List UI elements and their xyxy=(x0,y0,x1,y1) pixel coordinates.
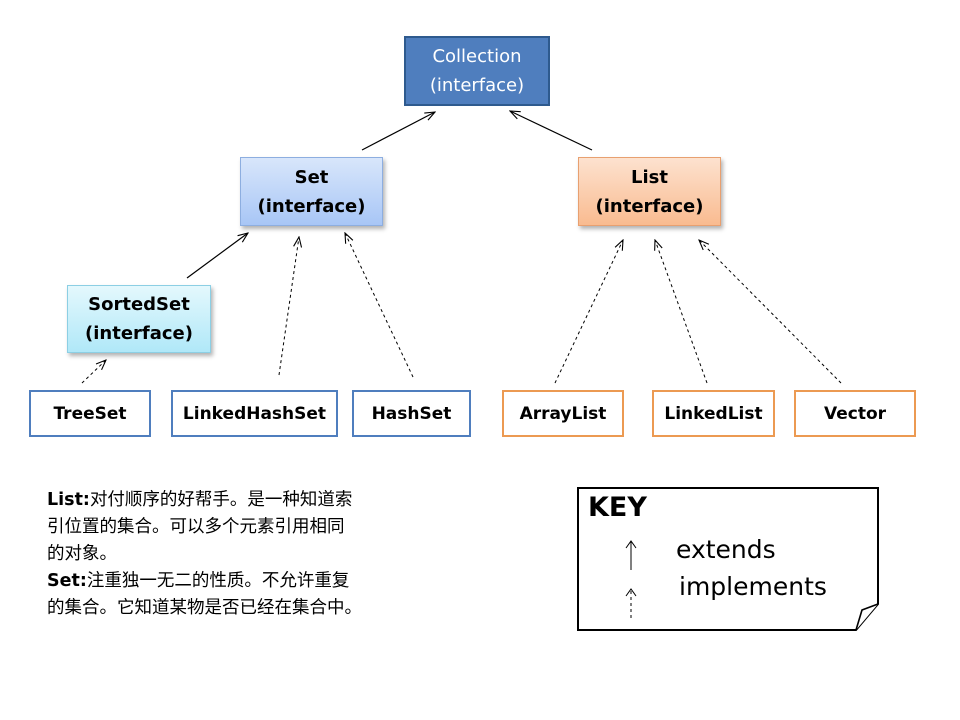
collection-node: Collection (interface) xyxy=(404,36,550,106)
arrow-sortedset-extends-set xyxy=(186,233,248,279)
key-extends-label: extends xyxy=(676,535,776,564)
arrow-list-extends-collection xyxy=(510,111,593,151)
sortedset-node: SortedSet (interface) xyxy=(67,285,211,353)
list-desc-line-1: 对付顺序的好帮手。是一种知道索 xyxy=(89,490,353,510)
vector-node: Vector xyxy=(794,390,916,437)
arrow-treeset-implements-sortedset xyxy=(81,360,106,384)
sortedset-kind: (interface) xyxy=(85,323,193,344)
list-name: List xyxy=(631,166,668,188)
description-text: List:对付顺序的好帮手。是一种知道索 引位置的集合。可以多个元素引用相同 的… xyxy=(47,487,487,622)
hashset-node: HashSet xyxy=(352,390,471,437)
arraylist-node: ArrayList xyxy=(502,390,624,437)
list-desc-line-2: 引位置的集合。可以多个元素引用相同 xyxy=(47,517,345,537)
arrow-hashset-implements-set xyxy=(345,233,414,378)
list-kind: (interface) xyxy=(595,195,704,217)
set-desc-line-2: 的集合。它知道某物是否已经在集合中。 xyxy=(47,598,362,618)
treeset-node: TreeSet xyxy=(29,390,151,437)
arrow-linkedhashset-implements-set xyxy=(278,237,299,376)
set-desc-label: Set: xyxy=(47,571,87,591)
arrow-vector-implements-list xyxy=(699,240,842,384)
set-name: Set xyxy=(294,166,329,188)
arrow-arraylist-implements-list xyxy=(554,240,623,384)
linkedlist-node: LinkedList xyxy=(652,390,775,437)
sortedset-name: SortedSet xyxy=(88,294,190,315)
key-implements-label: implements xyxy=(679,572,827,601)
collection-kind: (interface) xyxy=(429,75,525,96)
collection-name: Collection xyxy=(432,46,522,67)
arrow-linkedlist-implements-list xyxy=(655,240,708,384)
set-kind: (interface) xyxy=(257,195,366,217)
linkedhashset-node: LinkedHashSet xyxy=(171,390,338,437)
set-desc-line-1: 注重独一无二的性质。不允许重复 xyxy=(86,571,350,591)
arrow-set-extends-collection xyxy=(361,112,435,151)
list-desc-line-3: 的对象。 xyxy=(47,544,117,564)
list-node: List (interface) xyxy=(578,157,721,226)
key-title: KEY xyxy=(588,492,647,523)
key-box-fold xyxy=(855,603,879,631)
list-desc-label: List: xyxy=(47,490,90,510)
set-node: Set (interface) xyxy=(240,157,383,226)
